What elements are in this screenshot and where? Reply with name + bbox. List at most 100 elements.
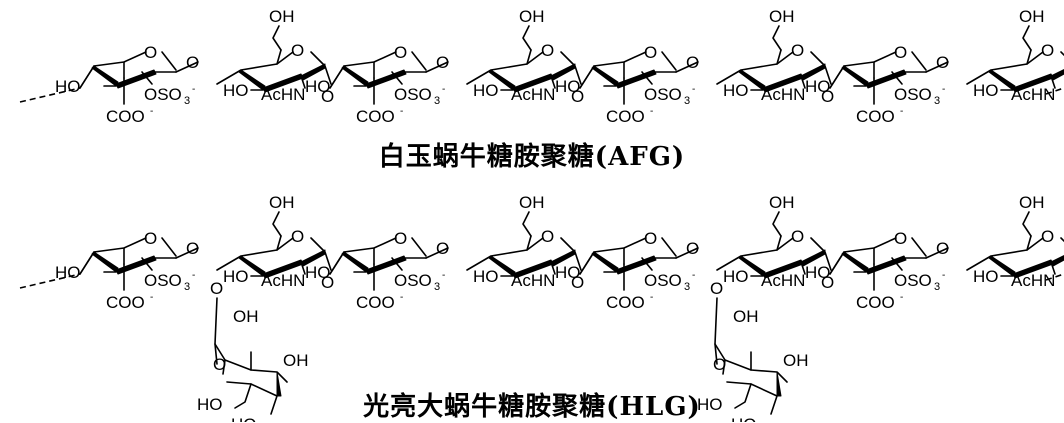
charge-label: -: [192, 84, 195, 95]
ring-oxygen-label: O: [291, 41, 304, 60]
carboxylate-label: COO: [856, 293, 895, 312]
glycosidic-oxygen-label: O: [186, 239, 199, 258]
glycosidic-oxygen-label: O: [936, 53, 949, 72]
hydroxyl-label: HO: [55, 77, 81, 96]
caption-hlg: 光亮大蜗牛糖胺聚糖(HLG): [363, 392, 701, 422]
ring-oxygen-label: O: [213, 355, 226, 374]
sulfate-subscript: 3: [684, 281, 690, 293]
hydroxyl-label: OH: [783, 351, 809, 370]
hydroxyl-label: HO: [223, 267, 249, 286]
sulfate-label: OSO: [644, 85, 682, 104]
hydroxyl-label: HO: [305, 77, 331, 96]
acetamido-label: AcHN: [511, 271, 555, 290]
glycosidic-oxygen-label: O: [686, 53, 699, 72]
glycosidic-oxygen-label: O: [571, 87, 584, 106]
ring-oxygen-label: O: [394, 43, 407, 62]
hydroxyl-label: OH: [519, 7, 545, 26]
chain-continuation-left: [19, 87, 81, 103]
hydroxyl-label: HO: [223, 81, 249, 100]
charge-label: -: [942, 270, 945, 281]
unit-glcnac: OHOHOAcHNOOOHOOHHOHO: [697, 193, 834, 422]
charge-label: -: [692, 84, 695, 95]
caption-afg: 白玉蜗牛糖胺聚糖(AFG): [378, 142, 686, 172]
charge-label: -: [900, 106, 903, 117]
hydroxyl-label: HO: [973, 81, 999, 100]
hydroxyl-label: HO: [197, 395, 223, 414]
carboxylate-label: COO: [356, 107, 395, 126]
hydroxyl-label: OH: [233, 307, 259, 326]
hydroxyl-label: HO: [731, 415, 757, 422]
charge-label: -: [150, 292, 153, 303]
hydroxyl-label: HO: [723, 81, 749, 100]
carboxylate-label: COO: [106, 293, 145, 312]
ring-oxygen-label: O: [541, 41, 554, 60]
glycosidic-oxygen-label: O: [571, 273, 584, 292]
carboxylate-label: COO: [606, 107, 645, 126]
sulfate-label: OSO: [394, 85, 432, 104]
glycosidic-oxygen-label: O: [321, 87, 334, 106]
hydroxyl-label: OH: [733, 307, 759, 326]
charge-label: -: [192, 270, 195, 281]
sulfate-subscript: 3: [184, 95, 190, 107]
ring-oxygen-label: O: [291, 227, 304, 246]
glycosidic-oxygen-label: O: [321, 273, 334, 292]
glycosidic-oxygen-label: O: [936, 239, 949, 258]
hydroxyl-label: HO: [473, 267, 499, 286]
hydroxyl-label: HO: [805, 77, 831, 96]
glycosidic-oxygen-label: O: [821, 87, 834, 106]
ring-oxygen-label: O: [144, 43, 157, 62]
carboxylate-label: COO: [356, 293, 395, 312]
hydroxyl-label: HO: [231, 415, 257, 422]
hydroxyl-label: HO: [55, 263, 81, 282]
ring-oxygen-label: O: [541, 227, 554, 246]
acetamido-label: AcHN: [761, 85, 805, 104]
sulfate-subscript: 3: [434, 95, 440, 107]
acetamido-label: AcHN: [1011, 271, 1055, 290]
sulfate-label: OSO: [894, 85, 932, 104]
sulfate-label: OSO: [894, 271, 932, 290]
charge-label: -: [442, 270, 445, 281]
ring-oxygen-label: O: [644, 229, 657, 248]
sulfate-label: OSO: [394, 271, 432, 290]
charge-label: -: [650, 106, 653, 117]
charge-label: -: [150, 106, 153, 117]
hydroxyl-label: HO: [305, 263, 331, 282]
ring-oxygen-label: O: [1041, 227, 1054, 246]
chain-continuation-right: [1045, 87, 1064, 95]
hydroxyl-label: OH: [1019, 7, 1045, 26]
charge-label: -: [442, 84, 445, 95]
charge-label: -: [400, 106, 403, 117]
hydroxyl-label: HO: [973, 267, 999, 286]
hydroxyl-label: OH: [269, 7, 295, 26]
hydroxyl-label: HO: [723, 267, 749, 286]
charge-label: -: [900, 292, 903, 303]
acetamido-label: AcHN: [761, 271, 805, 290]
ring-oxygen-label: O: [791, 227, 804, 246]
chain-hlg: OHOCOO-OSO3-OOHOHOAcHNOOOHOOHHOHOOHOCOO-…: [19, 193, 1064, 422]
ring-oxygen-label: O: [644, 43, 657, 62]
acetamido-label: AcHN: [261, 85, 305, 104]
glycosidic-oxygen-label: O: [821, 273, 834, 292]
hydroxyl-label: OH: [1019, 193, 1045, 212]
sulfate-subscript: 3: [184, 281, 190, 293]
charge-label: -: [942, 84, 945, 95]
ring-oxygen-label: O: [394, 229, 407, 248]
sulfate-label: OSO: [144, 271, 182, 290]
hydroxyl-label: OH: [769, 193, 795, 212]
hydroxyl-label: OH: [283, 351, 309, 370]
acetamido-label: AcHN: [1011, 85, 1055, 104]
carboxylate-label: COO: [106, 107, 145, 126]
glycosidic-oxygen-label: O: [186, 53, 199, 72]
hydroxyl-label: HO: [805, 263, 831, 282]
